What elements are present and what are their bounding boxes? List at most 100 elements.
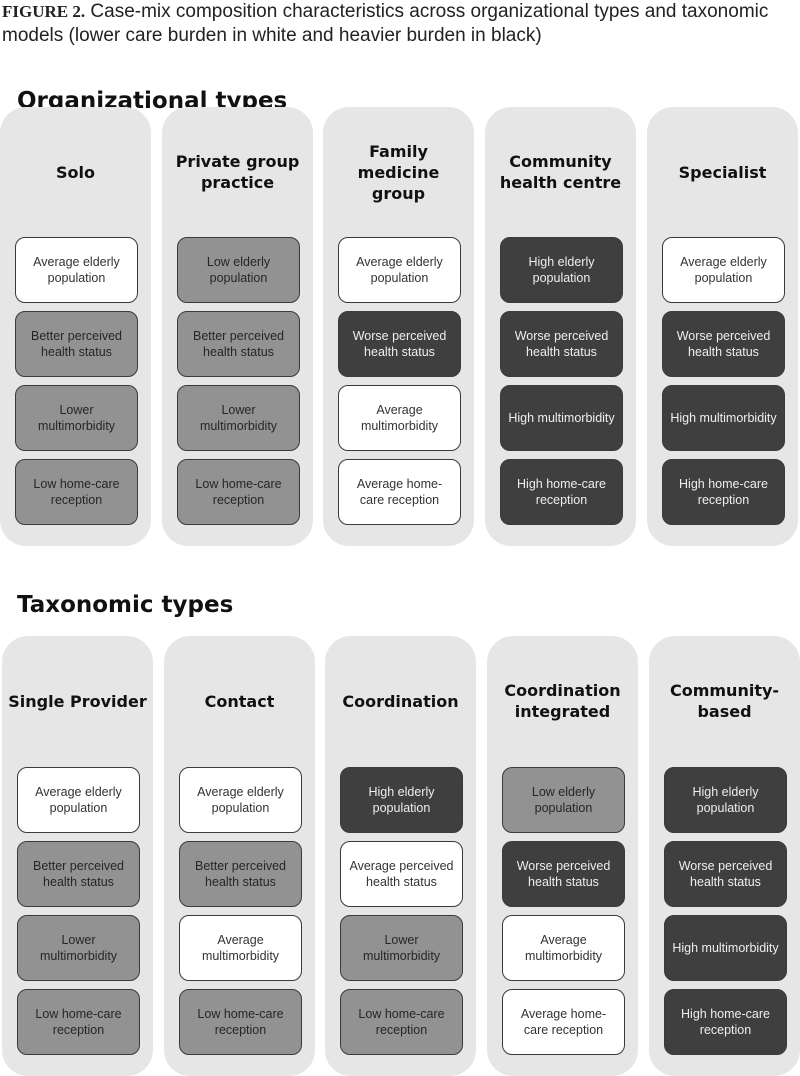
characteristic-box: Better perceived health status bbox=[17, 841, 140, 907]
characteristic-label: High home-care reception bbox=[681, 1007, 770, 1037]
characteristic-label: Low home-care reception bbox=[195, 477, 282, 507]
column-title: Solo bbox=[56, 162, 95, 182]
characteristic-label: Better perceived health status bbox=[32, 859, 125, 889]
characteristic-box: Worse perceived health status bbox=[662, 311, 785, 377]
characteristic-label: Worse perceived health status bbox=[514, 329, 609, 359]
characteristic-box: Low elderly population bbox=[502, 767, 625, 833]
characteristic-box: High multimorbidity bbox=[664, 915, 787, 981]
characteristic-label: High elderly population bbox=[692, 785, 759, 815]
characteristic-box: Better perceived health status bbox=[177, 311, 300, 377]
characteristic-box: Low home-care reception bbox=[340, 989, 463, 1055]
characteristic-label: Lower multimorbidity bbox=[199, 403, 278, 433]
column-title: Contact bbox=[204, 691, 275, 711]
characteristic-label: Worse perceived health status bbox=[678, 859, 773, 889]
characteristic-box: High multimorbidity bbox=[662, 385, 785, 451]
characteristic-box: Lower multimorbidity bbox=[340, 915, 463, 981]
characteristic-box: Average elderly population bbox=[338, 237, 461, 303]
characteristic-label: Average multimorbidity bbox=[524, 933, 603, 963]
characteristic-box: High elderly population bbox=[340, 767, 463, 833]
characteristic-label: Lower multimorbidity bbox=[39, 933, 118, 963]
column-title: Private group practice bbox=[175, 152, 300, 192]
characteristic-box: High elderly population bbox=[500, 237, 623, 303]
characteristic-box: Low elderly population bbox=[177, 237, 300, 303]
characteristic-box: High elderly population bbox=[664, 767, 787, 833]
column-title: Single Provider bbox=[8, 691, 147, 711]
characteristic-label: Average elderly population bbox=[356, 255, 443, 285]
characteristic-label: Average perceived health status bbox=[349, 859, 454, 889]
characteristic-label: Average elderly population bbox=[680, 255, 767, 285]
characteristic-label: Worse perceived health status bbox=[516, 859, 611, 889]
characteristic-label: High multimorbidity bbox=[672, 941, 779, 955]
characteristic-box: Average home-care reception bbox=[338, 459, 461, 525]
characteristic-box: High home-care reception bbox=[662, 459, 785, 525]
figure-caption: FIGURE 2. Case-mix composition character… bbox=[2, 0, 798, 48]
column-title: Community health centre bbox=[499, 152, 622, 192]
characteristic-label: High multimorbidity bbox=[670, 411, 777, 425]
characteristic-label: Low home-care reception bbox=[33, 477, 120, 507]
characteristic-box: Average perceived health status bbox=[340, 841, 463, 907]
characteristic-label: Average elderly population bbox=[35, 785, 122, 815]
characteristic-box: Better perceived health status bbox=[179, 841, 302, 907]
column-title: Specialist bbox=[678, 162, 767, 182]
characteristic-label: Low home-care reception bbox=[197, 1007, 284, 1037]
characteristic-label: Lower multimorbidity bbox=[37, 403, 116, 433]
characteristic-label: Average home-care reception bbox=[356, 477, 443, 507]
characteristic-box: Average multimorbidity bbox=[179, 915, 302, 981]
characteristic-box: Low home-care reception bbox=[15, 459, 138, 525]
characteristic-box: Average home-care reception bbox=[502, 989, 625, 1055]
characteristic-label: Worse perceived health status bbox=[352, 329, 447, 359]
characteristic-box: High home-care reception bbox=[500, 459, 623, 525]
characteristic-label: High home-care reception bbox=[517, 477, 606, 507]
section-title: Taxonomic types bbox=[17, 592, 234, 618]
characteristic-box: Low home-care reception bbox=[179, 989, 302, 1055]
characteristic-box: Better perceived health status bbox=[15, 311, 138, 377]
characteristic-label: High elderly population bbox=[528, 255, 595, 285]
characteristic-box: Worse perceived health status bbox=[338, 311, 461, 377]
characteristic-box: Lower multimorbidity bbox=[177, 385, 300, 451]
characteristic-box: Worse perceived health status bbox=[502, 841, 625, 907]
characteristic-label: Low home-care reception bbox=[358, 1007, 445, 1037]
characteristic-box: Average elderly population bbox=[179, 767, 302, 833]
characteristic-box: Lower multimorbidity bbox=[15, 385, 138, 451]
characteristic-label: Better perceived health status bbox=[192, 329, 285, 359]
characteristic-label: Lower multimorbidity bbox=[362, 933, 441, 963]
characteristic-box: Average elderly population bbox=[662, 237, 785, 303]
characteristic-label: Average home-care reception bbox=[520, 1007, 607, 1037]
characteristic-box: High multimorbidity bbox=[500, 385, 623, 451]
characteristic-label: Better perceived health status bbox=[30, 329, 123, 359]
figure-caption-text: Case-mix composition characteristics acr… bbox=[2, 1, 769, 46]
characteristic-label: Worse perceived health status bbox=[676, 329, 771, 359]
characteristic-box: High home-care reception bbox=[664, 989, 787, 1055]
characteristic-box: Low home-care reception bbox=[177, 459, 300, 525]
characteristic-label: Better perceived health status bbox=[194, 859, 287, 889]
characteristic-box: Average elderly population bbox=[17, 767, 140, 833]
characteristic-box: Worse perceived health status bbox=[500, 311, 623, 377]
characteristic-box: Average multimorbidity bbox=[502, 915, 625, 981]
characteristic-box: Low home-care reception bbox=[17, 989, 140, 1055]
characteristic-label: High multimorbidity bbox=[508, 411, 615, 425]
column-title: Community-based bbox=[669, 681, 780, 721]
characteristic-box: Average multimorbidity bbox=[338, 385, 461, 451]
characteristic-label: Low elderly population bbox=[206, 255, 271, 285]
characteristic-label: Low home-care reception bbox=[35, 1007, 122, 1037]
column-title: Coordination bbox=[342, 691, 459, 711]
characteristic-label: Average elderly population bbox=[33, 255, 120, 285]
characteristic-label: Average elderly population bbox=[197, 785, 284, 815]
characteristic-label: High elderly population bbox=[368, 785, 435, 815]
characteristic-label: Average multimorbidity bbox=[360, 403, 439, 433]
characteristic-label: Average multimorbidity bbox=[201, 933, 280, 963]
characteristic-box: Average elderly population bbox=[15, 237, 138, 303]
characteristic-box: Lower multimorbidity bbox=[17, 915, 140, 981]
column-title: Family medicine group bbox=[357, 141, 440, 203]
characteristic-label: Low elderly population bbox=[531, 785, 596, 815]
